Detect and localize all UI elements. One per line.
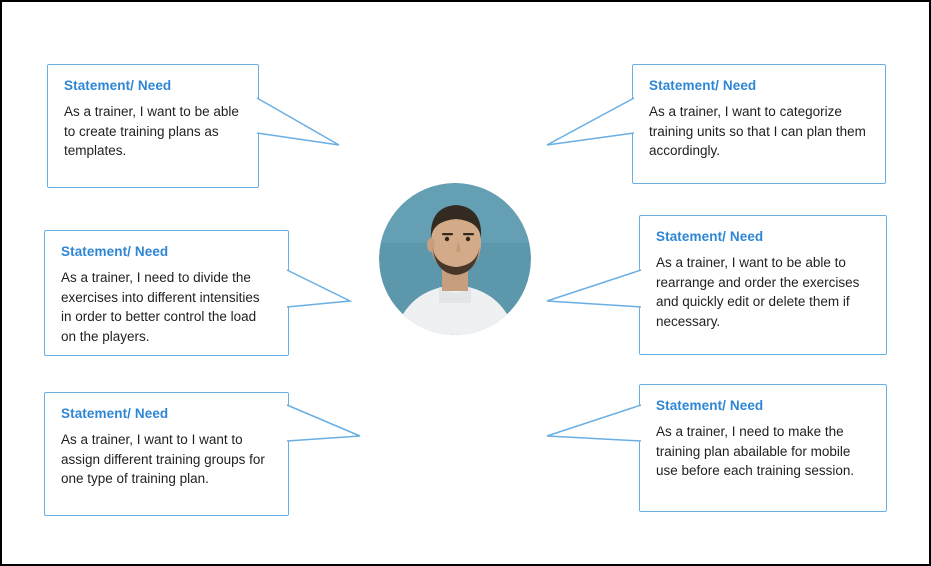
bubble-title: Statement/ Need — [656, 398, 764, 413]
bubble-text: As a trainer, I need to make the trainin… — [656, 424, 855, 479]
bubble-text: As a trainer, I want to categorize train… — [649, 104, 866, 159]
bubble-text: As a trainer, I want to be able to rearr… — [656, 255, 860, 329]
bubble-text: As a trainer, I need to divide the exerc… — [61, 270, 260, 344]
bubble-title: Statement/ Need — [61, 406, 169, 421]
statement-bubble-bottom-left: Statement/ Need As a trainer, I want to … — [44, 392, 289, 516]
trainer-photo-illustration — [379, 183, 531, 335]
statement-bubble-bottom-right: Statement/ Need As a trainer, I need to … — [639, 384, 887, 512]
bubble-text: As a trainer, I want to be able to creat… — [64, 104, 239, 159]
statement-bubble-middle-left: Statement/ Need As a trainer, I need to … — [44, 230, 289, 356]
statement-bubble-middle-right: Statement/ Need As a trainer, I want to … — [639, 215, 887, 355]
statement-bubble-top-right: Statement/ Need As a trainer, I want to … — [632, 64, 886, 184]
bubble-title: Statement/ Need — [61, 244, 169, 259]
bubble-title: Statement/ Need — [649, 78, 757, 93]
bubble-title: Statement/ Need — [656, 229, 764, 244]
bubble-title: Statement/ Need — [64, 78, 172, 93]
statement-bubble-top-left: Statement/ Need As a trainer, I want to … — [47, 64, 259, 188]
trainer-avatar — [379, 183, 531, 335]
bubble-text: As a trainer, I want to I want to assign… — [61, 432, 265, 487]
